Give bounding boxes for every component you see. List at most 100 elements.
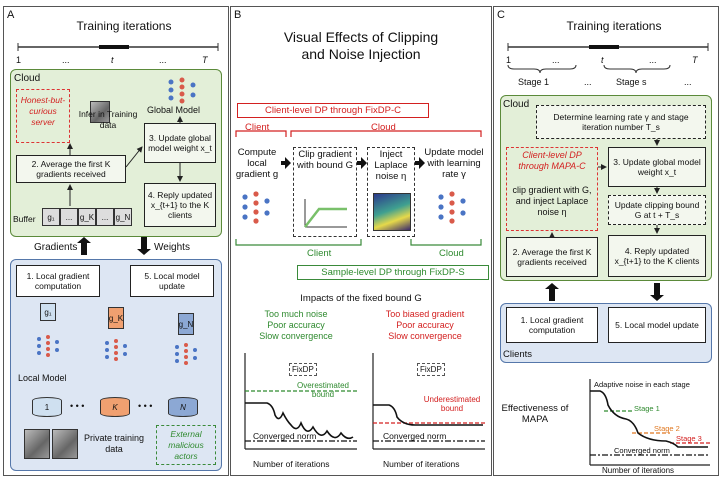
a-private-data-label: Private training data <box>83 433 145 454</box>
b-step-update: Update model with learning rate γ <box>424 147 484 180</box>
c-cloud-arrows <box>549 139 660 238</box>
a-buffer-cell-4: ... <box>96 208 114 226</box>
a-tick-4: ... <box>159 55 167 65</box>
b-clip-box <box>293 147 357 237</box>
a-step5: 5. Local model update <box>130 265 214 297</box>
c-tick-4: ... <box>649 55 657 65</box>
a-face-photo-1 <box>24 429 50 459</box>
c-stage-dots-1: ... <box>584 77 592 87</box>
a-step4: 4. Reply updated x_{t+1} to the K client… <box>144 183 216 227</box>
panel-b-letter: B <box>234 9 242 21</box>
b-inject-box <box>367 147 415 237</box>
a-infer-photo <box>90 101 110 123</box>
panel-c: C Training iterations 1 ... t ... T Stag… <box>493 6 719 476</box>
a-cloud-label: Cloud <box>14 73 41 84</box>
panel-a-title: Training iterations <box>76 19 172 33</box>
c-adaptive-label: Adaptive noise in each stage <box>594 380 690 389</box>
c-stage-dots-2: ... <box>684 77 692 87</box>
c-client-dp-text: Client-level DP through MAPA-C <box>518 150 586 171</box>
a-global-model-label: Global Model <box>147 105 201 115</box>
b-left-xaxis: Number of iterations <box>253 459 330 469</box>
b-bracket-bottom <box>235 239 482 246</box>
c-tick-3: t <box>601 55 604 65</box>
b-sample-level-banner: Sample-level DP through FixDP-S <box>297 265 489 280</box>
a-malicious-box <box>156 425 216 465</box>
a-exchange-arrows <box>77 237 151 255</box>
b-right-fixdp: FixDP <box>417 363 445 376</box>
a-dots-2: • • • <box>138 401 153 411</box>
c-step3: 3. Update global model weight x_t <box>608 147 706 187</box>
c-tick-5: T <box>692 55 698 65</box>
b-left-issue-1: Too much noise <box>264 309 328 319</box>
c-step2: 2. Average the first K gradients receive… <box>506 237 598 277</box>
a-step1: 1. Local gradient computation <box>16 265 100 297</box>
panel-a: A Training iterations 1 ... t ... T Clou… <box>3 6 229 476</box>
a-tick-3: t <box>111 55 114 65</box>
c-tick-2: ... <box>552 55 560 65</box>
b-right-chart <box>372 353 485 450</box>
c-tick-1: 1 <box>506 55 512 65</box>
b-flow-arrows <box>281 157 425 169</box>
a-infer-label: Infer in Training data <box>78 109 138 130</box>
b-overestimated: Overestimated bound <box>296 381 350 399</box>
panel-a-letter: A <box>7 9 15 21</box>
a-local-model-n-icon <box>175 343 197 365</box>
a-global-model-icon <box>168 77 196 104</box>
b-clip-plot <box>304 199 347 228</box>
a-local-model-k-icon <box>105 339 127 361</box>
c-step5: 5. Local model update <box>608 307 706 343</box>
c-step-determine: Determine learning rate γ and stage iter… <box>536 105 706 139</box>
b-left-chart <box>244 353 357 450</box>
c-client-dp-box <box>506 147 598 231</box>
b-right-issue-3: Slow convergence <box>388 331 462 341</box>
a-server-note-box <box>16 89 70 143</box>
b-cloud-model-icon <box>438 191 466 224</box>
panel-c-letter: C <box>497 9 505 21</box>
a-gradients-label: Gradients <box>34 242 78 253</box>
a-step3: 3. Update global model weight x_t <box>144 123 216 163</box>
c-effectiveness-label: Effectiveness of MAPA <box>501 403 569 425</box>
a-local-model-label: Local Model <box>18 373 67 383</box>
b-cloud-label-bottom: Cloud <box>439 248 464 259</box>
a-step2: 2. Average the first K gradients receive… <box>16 155 126 183</box>
c-clients-label: Clients <box>503 349 533 360</box>
b-cloud-label: Cloud <box>371 122 396 133</box>
a-server-note: Honest-but-curious server <box>20 95 66 127</box>
c-stage-1: Stage 1 <box>518 77 550 87</box>
c-step1: 1. Local gradient computation <box>506 307 598 343</box>
panel-c-title: Training iterations <box>566 19 662 33</box>
a-cloud-arrows <box>67 116 183 206</box>
c-stage-s: Stage s <box>616 77 647 87</box>
c-stage-3-label: Stage 3 <box>676 434 702 443</box>
b-noise-image <box>373 193 411 231</box>
b-impacts-title: Impacts of the fixed bound G <box>300 293 422 304</box>
panel-b: B Visual Effects of Clipping and Noise I… <box>230 6 492 476</box>
b-left-issue-2: Poor accuracy <box>267 320 325 330</box>
c-stage-1-label: Stage 1 <box>634 404 660 413</box>
a-buffer-cell-5: g_N <box>114 208 132 226</box>
b-right-issue-1: Too biased gradient <box>385 309 465 319</box>
panel-c-timeline <box>507 43 709 74</box>
a-buffer-label: Buffer <box>13 214 36 224</box>
b-client-level-banner: Client-level DP through FixDP-C <box>237 103 429 118</box>
b-left-issue-3: Slow convergence <box>259 331 333 341</box>
b-underestimated: Underestimated bound <box>423 395 481 413</box>
b-step-compute: Compute local gradient g <box>235 147 279 180</box>
a-malicious-label: External malicious actors <box>168 429 204 461</box>
a-tick-2: ... <box>62 55 70 65</box>
a-buffer-cell-1: g₁ <box>42 208 60 226</box>
a-gK: g_K <box>108 307 124 329</box>
a-local-model-1-icon <box>37 335 59 357</box>
panel-b-title: Visual Effects of Clipping and Noise Inj… <box>283 29 439 62</box>
b-client-label: Client <box>245 122 270 133</box>
b-right-xaxis: Number of iterations <box>383 459 460 469</box>
a-client-1-db: 1 <box>32 397 62 417</box>
a-g1: g₁ <box>40 303 56 321</box>
b-left-fixdp: FixDP <box>289 363 317 376</box>
b-left-converged: Converged norm <box>253 431 317 441</box>
a-face-photo-2 <box>52 429 78 459</box>
c-mapa-chart <box>589 379 710 466</box>
c-converged-label: Converged norm <box>614 446 670 455</box>
c-stage-2-label: Stage 2 <box>654 424 680 433</box>
b-right-converged: Converged norm <box>383 431 447 441</box>
